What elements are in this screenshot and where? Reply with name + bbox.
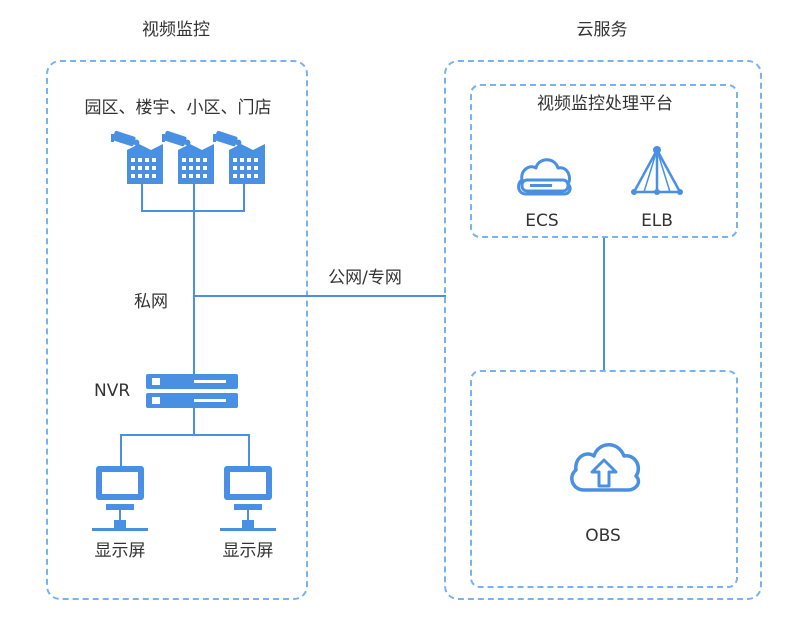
platform-title: 视频监控处理平台 [537, 94, 673, 114]
camera-building-icon [211, 128, 275, 184]
elb-label: ELB [641, 211, 673, 231]
sites-label: 园区、楼宇、小区、门店 [84, 98, 272, 118]
nvr-down-line [193, 406, 195, 436]
platform-obs-line [603, 238, 605, 370]
display-link-left [120, 434, 122, 466]
obs-cloud-upload-icon [564, 430, 644, 498]
public-network-line [193, 295, 446, 297]
cloud-title: 云服务 [576, 20, 628, 40]
nvr-label: NVR [94, 381, 131, 401]
display-bus [120, 434, 250, 436]
computer-monitor-icon [218, 464, 278, 538]
nvr-server-icon [146, 374, 238, 408]
camera-link-right [243, 182, 245, 212]
obs-panel [470, 370, 738, 588]
ecs-label: ECS [525, 211, 559, 231]
camera-link-left [141, 182, 143, 212]
cloud-panel [444, 60, 762, 600]
on-premise-title: 视频监控 [142, 20, 210, 40]
private-network-label: 私网 [134, 292, 168, 312]
display-label-left: 显示屏 [94, 541, 146, 561]
obs-label: OBS [585, 526, 621, 546]
display-link-right [248, 434, 250, 466]
camera-link-center [193, 182, 195, 212]
private-network-line [193, 210, 195, 376]
elb-load-balancer-icon [630, 144, 684, 204]
camera-building-icon [160, 128, 224, 184]
camera-building-icon [109, 128, 173, 184]
ecs-cloud-server-icon [514, 148, 574, 202]
computer-monitor-icon [90, 464, 150, 538]
on-premise-panel [46, 60, 308, 600]
platform-panel [470, 84, 738, 238]
display-label-right: 显示屏 [222, 541, 274, 561]
link-label: 公网/专网 [328, 268, 402, 288]
